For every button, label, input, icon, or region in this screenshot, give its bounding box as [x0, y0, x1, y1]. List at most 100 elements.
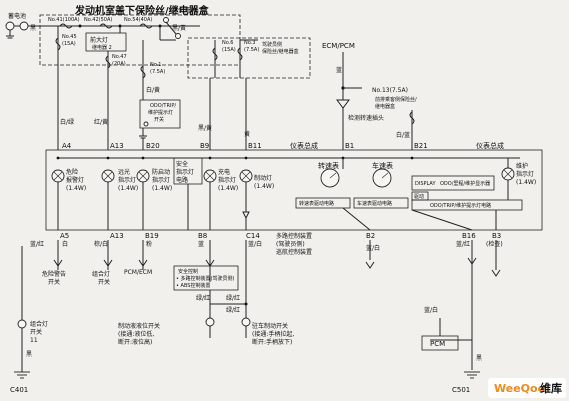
brake-fluid-switch-icon [205, 317, 215, 327]
hazard-lamp-label-3: (1.4W) [66, 185, 86, 192]
watermark-brand: WeeQoo [494, 382, 546, 395]
fuse-no41-icon [59, 23, 73, 29]
underhood-fuse-box: No.41(100A) No.42(50A) No.54(40A) No.45 … [39, 6, 241, 69]
combo-lamp-switch-icon [17, 319, 27, 329]
maintenance-lamp: 维护 指示灯 (1.4W) [501, 158, 536, 200]
odo-switch-line2: 维护提示灯 [148, 109, 173, 116]
headlight-relay-sub: 继电器 2 [92, 44, 112, 51]
wire-zong-bai: 棕/白 [94, 240, 108, 248]
pin-b3: B3 [492, 232, 501, 240]
connector-arrow-icon [138, 259, 148, 267]
tachometer: 转速表 转速表驱动电路 [295, 161, 351, 209]
pin-b3-note: (检查) [486, 240, 503, 248]
pin-a13-bottom: A13 [110, 232, 124, 240]
lower-harness: 蓝/红 白 棕/白 粉 蓝 蓝/白 蓝/白 蓝/红 危险警告 开关 组合灯 开关… [10, 232, 501, 394]
display-label: DISPLAY [415, 181, 436, 187]
charge-lamp: 充电 指示灯 (1.4W) [203, 168, 238, 192]
ground-c401: C401 [10, 371, 30, 394]
connector-arrow-icon [103, 259, 113, 267]
ecm-pcm-label: ECM/PCM [322, 42, 355, 50]
pin-c14: C14 [246, 232, 260, 240]
fuse-no1-rating: (7.5A) [150, 69, 165, 75]
brake-lamp-label-1: 制动灯 [254, 174, 272, 182]
ignition-wire-color: 黑/黄 [172, 24, 186, 32]
pin-b9: B9 [200, 142, 209, 150]
fuse-no1-label: No.1 [150, 62, 161, 68]
display-lcd: ODO/里程/维护显示器 [440, 180, 490, 187]
check-connector-icon [491, 269, 501, 277]
hazard-lamp-label-2: 报警灯 [66, 176, 84, 184]
fuse-no6-rating: (15A) [222, 47, 236, 53]
charge-label-3: (1.4W) [218, 185, 238, 192]
wire-bai-lv: 白/绿 [60, 118, 74, 126]
security-control-3: • ABS控制装置 [176, 282, 210, 289]
wire-lan-hong-2: 蓝/红 [456, 240, 470, 248]
connector-arrow-icon [467, 257, 477, 265]
combo-lamp-label-1: 组合灯 [30, 320, 48, 328]
parking-brake-label-1: 驻车制动开关 [252, 322, 288, 330]
charge-label-1: 充电 [218, 168, 230, 176]
pin-b20: B20 [146, 142, 160, 150]
wire-lv-hong-2: 绿/红 [226, 294, 240, 302]
fuse-no45-icon [55, 37, 61, 51]
brake-lamp-label-2: (1.4W) [254, 183, 274, 190]
wire-bai-lan: 白/蓝 [396, 131, 410, 139]
maintenance-label-2: 指示灯 [516, 170, 534, 178]
watermark-suffix: 维库 [540, 381, 562, 395]
no13-desc-2: 继电器盒 [375, 103, 395, 110]
fuse-no54-label: No.54(40A) [124, 17, 152, 23]
wire-hei-1: 黑 [26, 351, 32, 358]
driver-box-label-2: 保险丝/继电器盒 [262, 48, 299, 55]
fuse-no3-icon [237, 47, 243, 61]
fuse-no6-icon [212, 47, 218, 61]
fuse-no3-rating: (7.5A) [244, 47, 259, 53]
high-beam-label-3: (1.4W) [118, 185, 138, 192]
odo-trip-switch: 白/黄 ODO/TRIP/ 维护提示灯 开关 黑/黄 黄 [139, 86, 250, 139]
display-drive: 驱动 [414, 193, 424, 200]
fuse-no42-icon [99, 23, 113, 29]
watermark: WeeQoo 维库 [488, 378, 566, 398]
wire-hei-2: 黑 [476, 355, 482, 362]
wire-lan-bai-b: 蓝/白 [366, 244, 380, 252]
brake-lamp: 制动灯 (1.4W) [239, 169, 274, 220]
fuse-no47-label: No.47 [112, 54, 127, 60]
fuse-no45-rating: (15A) [62, 41, 76, 47]
brake-fluid-label-3: 断开:液位高) [118, 338, 152, 346]
security-label-1: 安全 [176, 160, 188, 168]
cruise-control-label: 巡航控制装置 [276, 248, 312, 256]
diagram-title: 发动机室盖下保险丝/继电器盒 [74, 4, 210, 17]
hazard-switch-label-1: 危险警告 [42, 270, 66, 278]
security-label-3: 电路 [176, 176, 188, 184]
odo-switch-line3: 开关 [154, 116, 164, 123]
odo-trip-circuit: ODO/TRIP/维护提示灯电路 [430, 202, 491, 209]
tach-driver-circuit: 转速表驱动电路 [299, 200, 334, 207]
headlight-relay-2 [85, 32, 127, 52]
fuse-no54-icon [139, 23, 153, 29]
parking-brake-switch-icon [241, 317, 251, 327]
wire-lan-hong: 蓝/红 [30, 240, 44, 248]
security-indicator-circuit: 安全 指示灯 电路 [173, 157, 203, 230]
battery-terminal [5, 21, 15, 31]
connector-arrow-icon [365, 261, 375, 269]
lcd-display: DISPLAY ODO/里程/维护显示器 驱动 ODO/TRIP/维护提示灯电路 [411, 175, 523, 211]
combo-switch-label-2: 开关 [98, 278, 110, 286]
high-beam-label-1: 远光 [118, 168, 130, 176]
pin-b19: B19 [145, 232, 159, 240]
pin-a5: A5 [60, 232, 69, 240]
brake-fluid-label-2: (接通:液位低, [118, 330, 154, 338]
wire-lan: 蓝 [198, 240, 204, 248]
wire-bai-huang: 白/黄 [146, 86, 160, 94]
pcm-box [421, 335, 459, 351]
no13-desc-1: 前排乘客侧保险丝/ [375, 96, 417, 103]
wire-huang: 黄 [244, 130, 250, 138]
wire-bai: 白 [62, 240, 68, 248]
immobilizer-label-3: (1.4W) [152, 185, 172, 192]
pin-b21: B21 [414, 142, 428, 150]
fuse-no6-label: No.6 [222, 40, 233, 46]
charge-label-2: 指示灯 [218, 176, 236, 184]
fuse-no47-rating: (20A) [112, 61, 126, 67]
feed-wires: 白/绿 红/黄 [57, 66, 247, 150]
immobilizer-lamp: 防启动 指示灯 (1.4W) [136, 168, 172, 192]
wire-fen: 粉 [146, 240, 152, 248]
ground-c501: C501 [452, 371, 480, 394]
